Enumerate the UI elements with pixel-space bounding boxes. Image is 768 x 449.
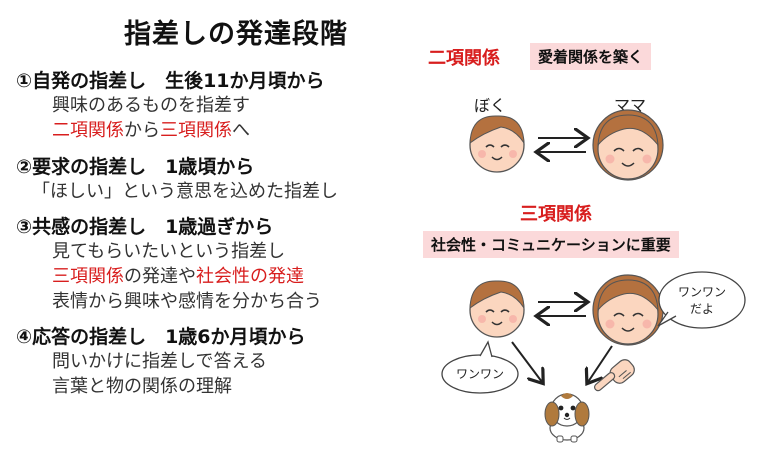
- arrows-to-dog: [511, 341, 613, 382]
- highlight-text: 二項関係: [52, 120, 124, 141]
- stage-4: ④応答の指差し 1歳6か月頃から 問いかけに指差しで答える 言葉と物の関係の理解: [16, 322, 306, 399]
- stage-line: 問いかけに指差しで答える: [16, 349, 306, 374]
- body-text: 見てもらいたいという指差し: [52, 241, 286, 262]
- stage-line: 二項関係から三項関係へ: [16, 118, 325, 143]
- body-text: へ: [232, 120, 250, 141]
- stage-heading: ②要求の指差し 1歳頃から: [16, 156, 255, 178]
- child-face-triadic: [469, 280, 525, 338]
- body-text: 興味のあるものを指差す: [52, 95, 250, 116]
- child-name: ぼく: [474, 96, 507, 115]
- mother-name: ママ: [614, 96, 647, 115]
- stage-3: ③共感の指差し 1歳過ぎから 見てもらいたいという指差し 三項関係の発達や社会性…: [16, 212, 322, 314]
- highlight-text: 三項関係: [160, 120, 232, 141]
- stage-heading: ③共感の指差し 1歳過ぎから: [16, 216, 274, 238]
- mother-face-triadic: [592, 274, 664, 346]
- body-text: 「ほしい」という意思を込めた指差し: [32, 181, 338, 202]
- page-title: 指差しの発達段階: [124, 19, 348, 50]
- dyadic-tag: 愛着関係を築く: [530, 43, 652, 70]
- highlight-text: 三項関係: [52, 266, 124, 287]
- mother-face-dyadic: [592, 109, 664, 181]
- child-face-dyadic: [469, 115, 525, 173]
- stage-line: 言葉と物の関係の理解: [16, 374, 306, 399]
- mother-bubble-line2: だよ: [690, 302, 714, 316]
- stage-line: 三項関係の発達や社会性の発達: [16, 264, 322, 289]
- body-text: の発達や: [124, 266, 196, 287]
- stage-heading: ①自発の指差し 生後11か月頃から: [16, 70, 325, 92]
- stage-2: ②要求の指差し 1歳頃から 「ほしい」という意思を込めた指差し: [16, 152, 338, 204]
- child-bubble-text: ワンワン: [456, 367, 504, 381]
- stage-line: 興味のあるものを指差す: [16, 93, 325, 118]
- body-text: 言葉と物の関係の理解: [52, 376, 232, 397]
- stage-line: 「ほしい」という意思を込めた指差し: [16, 179, 338, 204]
- body-text: から: [124, 120, 160, 141]
- body-text: 表情から興味や感情を分かち合う: [52, 291, 322, 312]
- highlight-text: 社会性の発達: [196, 266, 304, 287]
- stage-line: 見てもらいたいという指差し: [16, 239, 322, 264]
- dog-icon: [544, 393, 590, 443]
- body-text: 問いかけに指差しで答える: [52, 351, 267, 372]
- dyadic-label: 二項関係: [428, 48, 500, 69]
- triadic-tag: 社会性・コミュニケーションに重要: [423, 231, 679, 258]
- stage-1: ①自発の指差し 生後11か月頃から 興味のあるものを指差す 二項関係から三項関係…: [16, 66, 325, 143]
- dyadic-arrows: [538, 138, 586, 152]
- child-speech-bubble: ワンワン: [441, 340, 519, 394]
- mother-bubble-line1: ワンワン: [678, 285, 726, 299]
- stage-line: 表情から興味や感情を分かち合う: [16, 289, 322, 314]
- pointing-hand-icon: [593, 359, 635, 392]
- mother-speech-bubble: ワンワン だよ: [657, 271, 746, 329]
- triadic-arrows: [538, 302, 586, 316]
- triadic-label: 三項関係: [520, 204, 592, 225]
- stage-heading: ④応答の指差し 1歳6か月頃から: [16, 326, 306, 348]
